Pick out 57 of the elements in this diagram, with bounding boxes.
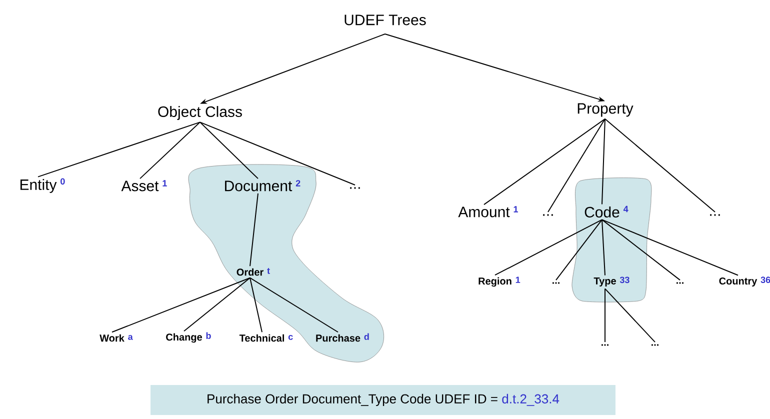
tree-label: Asset [121, 180, 159, 192]
tree-branch [494, 219, 602, 276]
index-number: 1 [162, 180, 167, 186]
tree-label: ... [543, 214, 553, 216]
tree-label: ... [710, 214, 720, 216]
tree-label: Property [578, 103, 634, 117]
leaf-label: ... [602, 344, 608, 346]
index-number: 33 [620, 276, 630, 284]
index-number: 0 [60, 178, 65, 185]
tree-branch [556, 219, 602, 281]
tree-branch [200, 122, 356, 186]
id-banner: Purchase Order Document_Type Code UDEF ID = d.t.2_33.4 [150, 385, 616, 415]
index-number: c [288, 334, 293, 340]
tree-label: Code [584, 206, 620, 218]
index-number: b [206, 332, 211, 339]
index-number: 1 [516, 276, 520, 283]
tree-branch [602, 219, 606, 276]
leaf-label: ... [676, 282, 684, 284]
tree-branch [548, 118, 606, 212]
tree-branch [484, 118, 606, 206]
leaf-label: Technical [239, 334, 284, 342]
tree-label: Object Class [158, 106, 242, 120]
tree-branch [184, 277, 250, 332]
index-number: 36 [760, 276, 770, 284]
tree-branch [602, 118, 606, 205]
tree-branch [250, 277, 338, 333]
title: UDEF Trees [344, 14, 426, 26]
tree-branch [602, 219, 680, 281]
tree-branch [250, 192, 258, 267]
tree-label: ... [350, 187, 360, 189]
index-number: 1 [514, 206, 518, 212]
index-number: t [267, 268, 270, 274]
index-number: a [128, 334, 133, 340]
leaf-label: Purchase [316, 334, 360, 342]
leaf-label: Work [100, 334, 124, 342]
tree-label: Document [225, 180, 292, 192]
leaf-label: ... [652, 344, 658, 346]
leaf-label: Type [594, 278, 616, 286]
index-number: 4 [623, 206, 628, 212]
tree-label: Amount [458, 206, 510, 218]
tree-branch [604, 288, 656, 343]
tree-branch [38, 122, 200, 178]
tree-branch [140, 122, 200, 180]
leaf-label: ... [552, 282, 560, 284]
index-number: 2 [296, 180, 300, 186]
leaf-label: Change [166, 333, 202, 343]
tree-branch [604, 118, 716, 212]
leaf-label: Order [236, 268, 264, 276]
index-number: d [364, 333, 369, 340]
leaf-label: Region [478, 277, 512, 287]
tree-branch [602, 219, 738, 276]
tree-branch [200, 122, 258, 180]
tree-branch [604, 288, 606, 343]
tree-branch [112, 277, 250, 333]
tree-branch [250, 277, 262, 333]
leaf-label: Country [719, 277, 758, 287]
tree-label: Entity [20, 179, 57, 193]
